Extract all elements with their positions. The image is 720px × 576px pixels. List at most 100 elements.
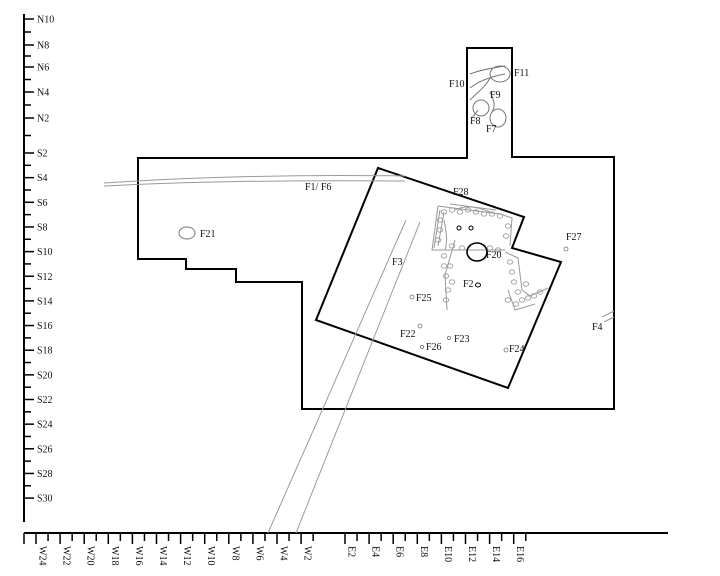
- small-posthole-2: [468, 225, 474, 231]
- y-axis-label: S18: [37, 346, 53, 357]
- label-f8: F8: [470, 116, 481, 127]
- stone: [504, 297, 512, 303]
- x-axis-label: W6: [253, 546, 264, 560]
- x-axis-label: E4: [370, 546, 381, 557]
- f21-feature: [178, 226, 196, 240]
- f20-feature: [466, 242, 488, 262]
- stone: [522, 281, 530, 287]
- stone: [434, 237, 442, 243]
- x-axis-label: E12: [466, 546, 477, 562]
- y-axis-ticks: [24, 18, 34, 499]
- y-axis-label: S10: [37, 247, 53, 258]
- x-axis-label: W4: [278, 546, 289, 560]
- label-f2: F2: [463, 279, 474, 290]
- f4-feature: [601, 310, 615, 323]
- label-f22: F22: [400, 329, 416, 340]
- x-axis-label: W24: [37, 546, 48, 565]
- y-axis-label: N4: [37, 88, 49, 99]
- stone: [508, 269, 516, 275]
- f25-feature: [409, 294, 415, 300]
- f3-linear-feature: [267, 219, 421, 534]
- y-axis-label: S26: [37, 444, 53, 455]
- y-axis-label: S16: [37, 321, 53, 332]
- y-axis-label: S6: [37, 198, 48, 209]
- y-axis-label: S2: [37, 149, 48, 160]
- f28-structure: [431, 203, 549, 311]
- label-f10: F10: [449, 79, 465, 90]
- label-f25: F25: [416, 293, 432, 304]
- x-axis-label: W16: [133, 546, 144, 565]
- x-axis-label: W18: [109, 546, 120, 565]
- x-axis-ticks: [23, 533, 527, 544]
- f27-feature: [563, 246, 569, 252]
- stone: [442, 297, 450, 303]
- f2-feature: [475, 282, 481, 288]
- stone: [440, 253, 448, 259]
- label-f23: F23: [454, 334, 470, 345]
- stone: [486, 245, 494, 251]
- y-axis-label: S8: [37, 222, 48, 233]
- y-axis-label: N8: [37, 41, 49, 52]
- y-axis-label: S28: [37, 469, 53, 480]
- y-axis-labels: N10N8N6N4N2S2S4S6S8S10S12S14S16S18S20S22…: [37, 15, 54, 505]
- y-axis-label: S14: [37, 296, 53, 307]
- y-axis-label: N2: [37, 114, 49, 125]
- stone: [472, 209, 480, 215]
- f28-stones: [434, 207, 544, 307]
- stone: [456, 209, 464, 215]
- stone: [496, 213, 504, 219]
- x-axis-label: W10: [205, 546, 216, 565]
- f23-feature: [446, 335, 451, 340]
- stone: [442, 273, 450, 279]
- stone: [444, 287, 452, 293]
- small-posthole-1: [456, 225, 462, 231]
- x-axis-label: W8: [229, 546, 240, 560]
- x-axis-label: W2: [302, 546, 313, 560]
- x-axis-label: W12: [181, 546, 192, 565]
- stone: [448, 279, 456, 285]
- x-axis-label: W20: [85, 546, 96, 565]
- y-axis-label: S20: [37, 370, 53, 381]
- stone: [524, 295, 532, 301]
- label-f3: F3: [392, 257, 403, 268]
- extension-features: [469, 65, 511, 128]
- stone: [514, 289, 522, 295]
- label-f7: F7: [486, 124, 497, 135]
- label-f11: F11: [514, 68, 529, 79]
- stone: [518, 297, 526, 303]
- x-axis-label: E14: [490, 546, 501, 562]
- label-f24: F24: [509, 344, 525, 355]
- f1-f6-linear-feature: [103, 174, 406, 187]
- excavation-boundary: [137, 47, 615, 410]
- rotated-excavation-unit: [314, 166, 563, 390]
- y-axis-label: S22: [37, 395, 53, 406]
- x-axis-label: W14: [157, 546, 168, 565]
- stone: [464, 207, 472, 213]
- stone: [506, 259, 514, 265]
- stone: [504, 223, 512, 229]
- label-f26: F26: [426, 342, 442, 353]
- x-axis-label: W22: [61, 546, 72, 565]
- y-axis-label: N6: [37, 63, 49, 74]
- label-f21: F21: [200, 229, 216, 240]
- label-f27: F27: [566, 232, 582, 243]
- y-axis-label: N10: [37, 15, 54, 26]
- label-f28: F28: [453, 187, 469, 198]
- stone: [494, 247, 502, 253]
- stone: [440, 209, 448, 215]
- y-axis-label: S30: [37, 494, 53, 505]
- x-axis-label: E10: [442, 546, 453, 562]
- stone: [458, 245, 466, 251]
- label-f9: F9: [490, 90, 501, 101]
- f22-feature: [417, 323, 423, 329]
- y-axis-label: S24: [37, 420, 53, 431]
- f24-feature: [503, 347, 509, 353]
- stone: [448, 207, 456, 213]
- stone: [502, 233, 510, 239]
- stone: [512, 301, 520, 307]
- stone: [448, 243, 456, 249]
- stone: [530, 293, 538, 299]
- stone: [488, 211, 496, 217]
